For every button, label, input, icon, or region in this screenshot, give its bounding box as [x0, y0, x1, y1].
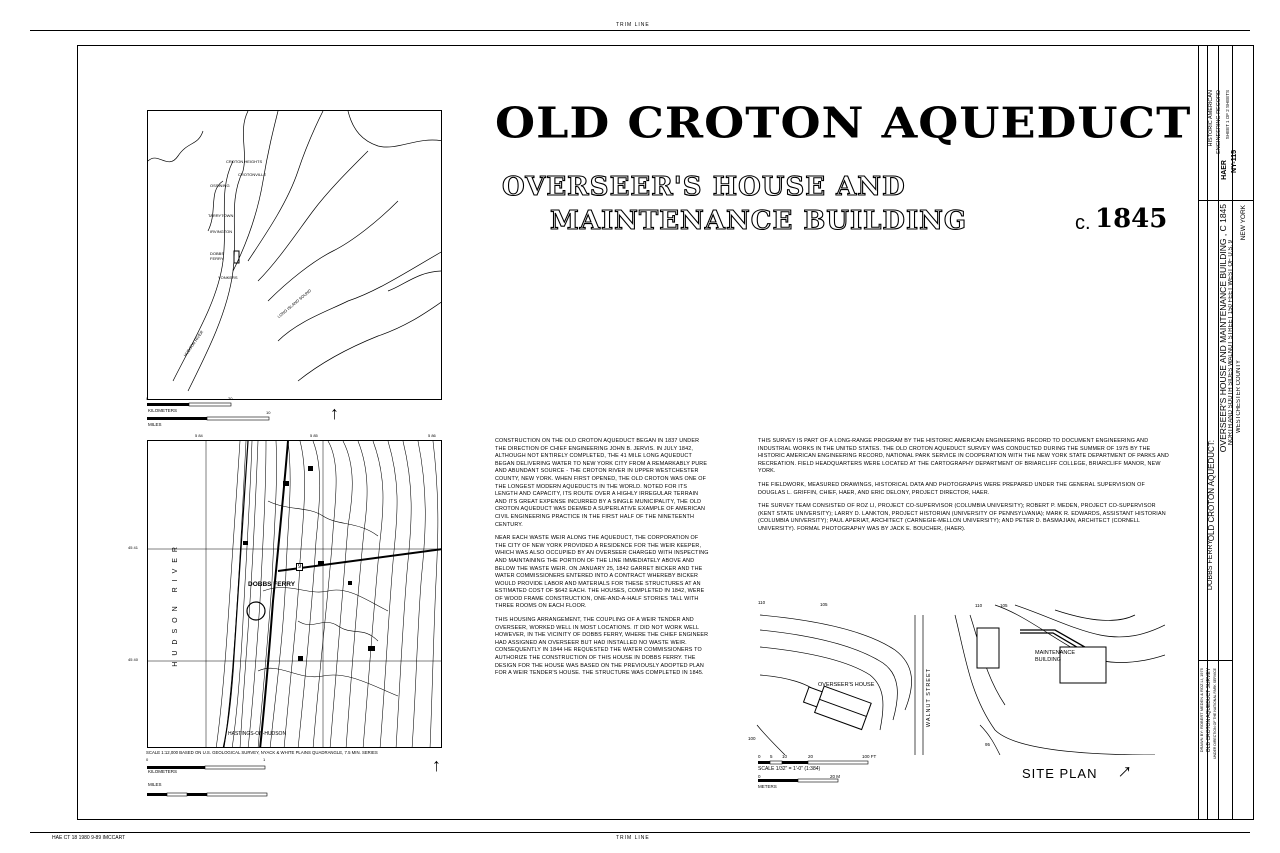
label-croton-heights: CROTON HEIGHTS	[226, 159, 263, 164]
structure-location: NORTH AND SOUTH SIDES WALNUT STREET 150 …	[1228, 240, 1234, 446]
site-plan-label: SITE PLAN	[1022, 766, 1098, 781]
topo-miles-label: MILES	[148, 782, 162, 787]
contour-95: 95	[985, 742, 991, 747]
contour-110-right: 110	[975, 603, 983, 608]
label-crotonville: CROTONVILLE	[238, 172, 267, 177]
site-plan-drawing	[756, 604, 1165, 755]
site-scale-text: SCALE 1/32" = 1'-0" (1:384)	[758, 766, 821, 772]
survey-name: OLD CROTON AQUEDUCT SURVEY	[1206, 668, 1212, 753]
drawing-frame	[77, 45, 1254, 820]
survey-paragraph-1: THIS SURVEY IS PART OF A LONG-RANGE PROG…	[758, 438, 1169, 475]
site-meters-label: METERS	[758, 784, 777, 789]
site-ft-20: 20	[808, 754, 814, 759]
locator-map-drawing	[148, 111, 441, 392]
survey-text-column: THIS SURVEY IS PART OF A LONG-RANGE PROG…	[758, 438, 1170, 540]
title-block-divider-1	[1207, 45, 1208, 820]
trim-line-top	[30, 30, 1250, 31]
label-tarrytown: TARRYTOWN	[208, 213, 234, 218]
trim-line-top-label: TRIM LINE	[616, 22, 650, 28]
label-hastings: HASTINGS-ON-HUDSON	[228, 731, 287, 737]
topo-km-label: KILOMETERS	[148, 769, 178, 774]
label-hudson-river: HUDSON RIVER	[172, 541, 179, 667]
title-block-rule	[1198, 200, 1254, 201]
topo-tick-top-3: 5 86	[428, 433, 436, 438]
subtitle-line-2: MAINTENANCE BUILDING	[549, 205, 968, 236]
contour-105-left: 105	[820, 602, 828, 607]
walnut-street-label: WALNUT STREET	[926, 668, 932, 728]
date-prefix: c.	[1075, 212, 1091, 234]
project-name: OLD CROTON AQUEDUCT:	[1207, 440, 1216, 542]
trim-line-bottom-label: TRIM LINE	[616, 835, 650, 841]
history-paragraph-2: NEAR EACH WASTE WEIR ALONG THE AQUEDUCT,…	[495, 535, 709, 610]
record-name-1: HISTORIC AMERICAN	[1208, 90, 1214, 147]
maintenance-building-label-2: BUILDING	[1035, 657, 1061, 663]
locator-km-end: 20	[228, 396, 233, 401]
state: NEW YORK	[1240, 205, 1247, 241]
site-ft-100: 100 FT	[862, 754, 877, 759]
date-year: 1845	[1095, 204, 1168, 234]
site-m-20: 20 M	[830, 774, 841, 779]
topo-scale-note: SCALE 1:12,000 BASED ON U.S. GEOLOGICAL …	[146, 750, 378, 755]
topo-tick-top-1: 5 84	[195, 433, 203, 438]
site-ft-10: 10	[782, 754, 788, 759]
label-irvington: IRVINGTON	[210, 229, 233, 234]
topo-north-arrow-icon: ↑	[432, 755, 441, 775]
site-ft-5: 5	[770, 754, 773, 759]
main-title: OLD CROTON AQUEDUCT	[495, 98, 1192, 148]
locator-miles-label: MILES	[148, 422, 162, 427]
title-block-divider-2	[1218, 45, 1219, 820]
structure-title: OVERSEER'S HOUSE AND MAINTENANCE BUILDIN…	[1218, 204, 1228, 453]
subtitle-line-1: OVERSEER'S HOUSE AND	[501, 171, 906, 202]
locator-map: CROTON HEIGHTS CROTONVILLE OSSINING TARR…	[147, 110, 442, 400]
maintenance-building-label-1: MAINTENANCE	[1035, 650, 1076, 656]
label-topo-dobbs-ferry: DOBBS FERRY	[248, 581, 296, 588]
title-block-divider-3	[1232, 45, 1233, 820]
drawn-by: DRAWN BY: ROBERT MEDEN & ROZ LI, 1975	[1199, 668, 1204, 753]
location-city: DOBBS FERRY	[1207, 540, 1214, 591]
county: WESTCHESTER COUNTY	[1236, 360, 1242, 434]
title-block-rule-2	[1198, 660, 1232, 661]
topo-map: HUDSON RIVER DOBBS FERRY HASTINGS-ON-HUD…	[147, 440, 442, 748]
contour-110-left: 110	[758, 600, 766, 605]
label-dobbs-ferry: DOBBS FERRY	[210, 251, 225, 261]
topo-map-drawing	[148, 441, 441, 747]
locator-mi-end: 10	[266, 410, 271, 415]
topo-tick-left-1: 45 41	[128, 545, 139, 550]
history-text-column: CONSTRUCTION ON THE OLD CROTON AQUEDUCT …	[495, 438, 711, 684]
topo-km-zero: 0	[146, 757, 149, 762]
route-9-shield: 9	[296, 563, 304, 571]
drawing-code: HAE CT 18 1980 9-89 IMCCART	[52, 835, 126, 841]
site-scale-bars	[758, 760, 869, 783]
history-paragraph-1: CONSTRUCTION ON THE OLD CROTON AQUEDUCT …	[495, 438, 708, 528]
trim-line-bottom	[30, 832, 1250, 833]
topo-km-one: 1	[263, 757, 266, 762]
contour-100: 100	[748, 736, 756, 741]
history-paragraph-3: THIS HOUSING ARRANGEMENT, THE COUPLING O…	[495, 617, 709, 677]
nps-direction: UNDER DIRECTION OF THE NATIONAL PARK SER…	[1213, 668, 1217, 760]
contour-105-right: 105	[1000, 603, 1008, 608]
haer-number: NY-115	[1231, 150, 1238, 173]
overseers-house-label: OVERSEER'S HOUSE	[818, 682, 875, 688]
locator-scale-bars	[147, 402, 270, 421]
topo-scale-bars	[147, 765, 268, 797]
topo-tick-top-2: 5 85	[310, 433, 318, 438]
label-yonkers: YONKERS	[218, 275, 238, 280]
survey-paragraph-2: THE FIELDWORK, MEASURED DRAWINGS, HISTOR…	[758, 481, 1145, 496]
locator-km-zero: 0	[146, 396, 149, 401]
north-arrow-icon: ↑	[330, 403, 339, 423]
site-m-0: 0	[758, 774, 761, 779]
record-name-2: ENGINEERING RECORD	[1216, 90, 1222, 154]
survey-paragraph-3: THE SURVEY TEAM CONSISTED OF ROZ LI, PRO…	[758, 503, 1166, 532]
label-ossining: OSSINING	[210, 183, 230, 188]
sheet-count: SHEET 1 OF 2 SHEETS	[1225, 90, 1230, 140]
topo-tick-left-2: 45 40	[128, 657, 139, 662]
title-block	[1198, 45, 1254, 820]
locator-km-label: KILOMETERS	[148, 408, 178, 413]
site-ft-0: 0	[758, 754, 761, 759]
haer-label: HAER	[1221, 160, 1228, 180]
